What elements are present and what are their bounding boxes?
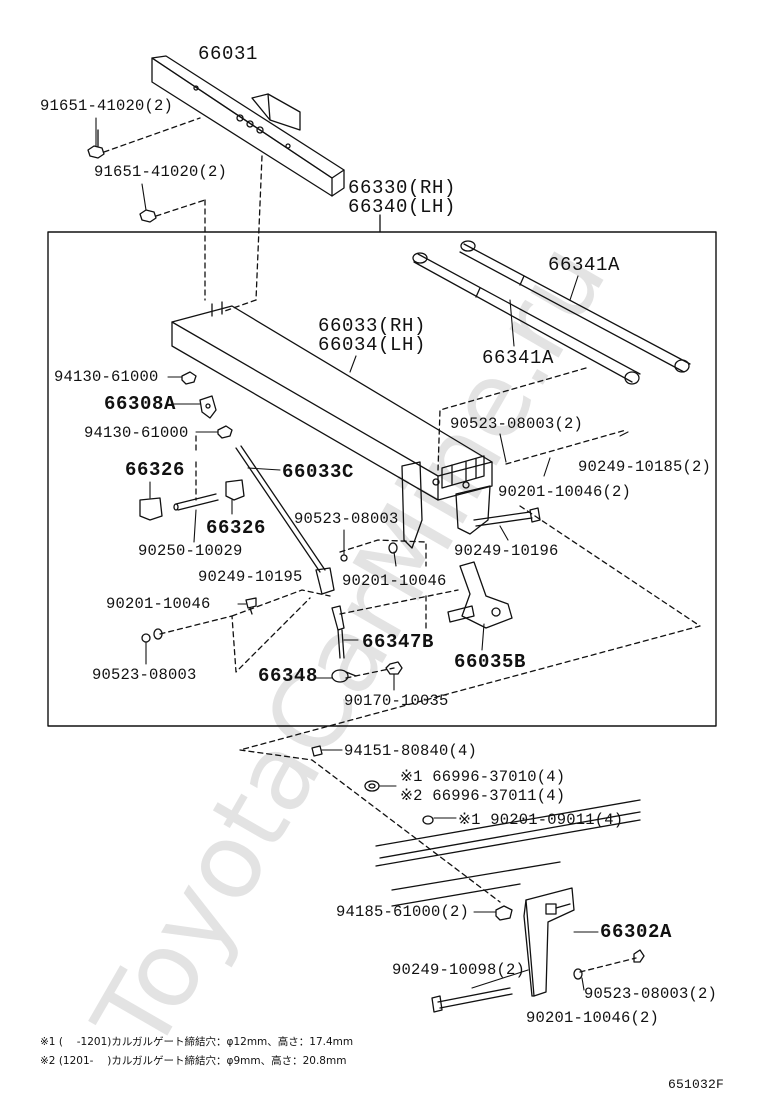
label-90201-c: 90201-10046 [106,595,211,613]
washer-90523-a [340,554,348,562]
label-66326-a: 66326 [125,459,186,481]
pad-66326-a [139,497,163,521]
footnote-1: ※1 ( -1201)カルガルゲート締結穴：φ12mm、高さ：17.4mm [40,1036,354,1048]
nut-90170 [385,661,403,675]
label-66341a-mid: 66341A [482,347,555,369]
bracket-66031 [151,55,345,197]
bracket-66308a [199,395,217,419]
label-66033c: 66033C [282,461,355,483]
label-90170: 90170-10035 [344,692,449,710]
label-90201-a: 90201-10046(2) [498,483,632,501]
nut-94130-b [217,425,233,439]
gas-strut-lower [412,252,641,385]
label-66031: 66031 [198,43,259,65]
bolt-91651-b [139,209,157,223]
hinge-66302a [523,887,575,997]
label-90249-c: 90249-10195 [198,568,303,586]
label-91651-b: 91651-41020(2) [94,163,228,181]
label-90523-d: 90523-08003(2) [584,985,718,1003]
leader-lines [95,117,629,991]
label-94185: 94185-61000(2) [336,903,470,921]
label-90249-d: 90249-10098(2) [392,961,526,979]
label-66347b: 66347B [362,631,435,653]
label-66340: 66340(LH) [348,196,457,218]
bolt-66347b [331,605,345,659]
washer-90523-c [141,633,151,643]
assembly-frame [47,231,717,727]
pin-90250 [173,493,219,511]
nut-94185 [495,905,513,921]
label-66035b: 66035B [454,651,527,673]
support-arm-66033 [171,301,493,549]
label-90523-c: 90523-08003 [92,666,197,684]
bolt-90249-d [431,987,513,1013]
label-94130-b: 94130-61000 [84,424,189,442]
pad-66326-b [225,479,245,501]
clip-66348 [331,669,357,683]
label-90250: 90250-10029 [138,542,243,560]
bolt-90249-b [473,507,541,527]
nut-90523-d [633,949,645,963]
label-66308a: 66308A [104,393,177,415]
label-90523-a: 90523-08003(2) [450,415,584,433]
figure-code: 651032F [668,1077,725,1092]
nut-94130-a [181,371,197,385]
label-90249-a: 90249-10185(2) [578,458,712,476]
label-66996-a: ※1 66996-37010(4) [400,768,566,786]
label-66302a: 66302A [600,921,673,943]
label-91651-a: 91651-41020(2) [40,97,174,115]
washer-90201-e [573,968,583,980]
bolt-94151 [311,745,323,757]
body-rails [375,799,641,907]
label-90201-d: ※1 90201-09011(4) [458,811,624,829]
label-66034: 66034(LH) [318,334,427,356]
label-66330: 66330(RH) [348,177,457,199]
label-94151: 94151-80840(4) [344,742,478,760]
footnote-2: ※2 (1201- )カルガルゲート締結穴：φ9mm、高さ：20.8mm [40,1055,347,1067]
label-94130-a: 94130-61000 [54,368,159,386]
label-66348: 66348 [258,665,319,687]
washer-90201-d [422,815,434,825]
bolt-90249-c [245,597,257,615]
label-90249-b: 90249-10196 [454,542,559,560]
label-90201-e: 90201-10046(2) [526,1009,660,1027]
label-66996-b: ※2 66996-37011(4) [400,787,566,805]
bolt-91651-a [87,129,105,159]
label-66326-b: 66326 [206,517,267,539]
label-66341a-top: 66341A [548,254,621,276]
bracket-66035b [447,561,513,629]
dashed-leaders-top [103,117,263,313]
label-90523-b: 90523-08003 [294,510,399,528]
gas-strut-upper [459,240,691,373]
label-90201-b: 90201-10046 [342,572,447,590]
washer-90201-c [153,628,163,640]
bushing-66996 [364,780,380,792]
washer-90201-b [388,542,398,554]
label-66033: 66033(RH) [318,315,427,337]
